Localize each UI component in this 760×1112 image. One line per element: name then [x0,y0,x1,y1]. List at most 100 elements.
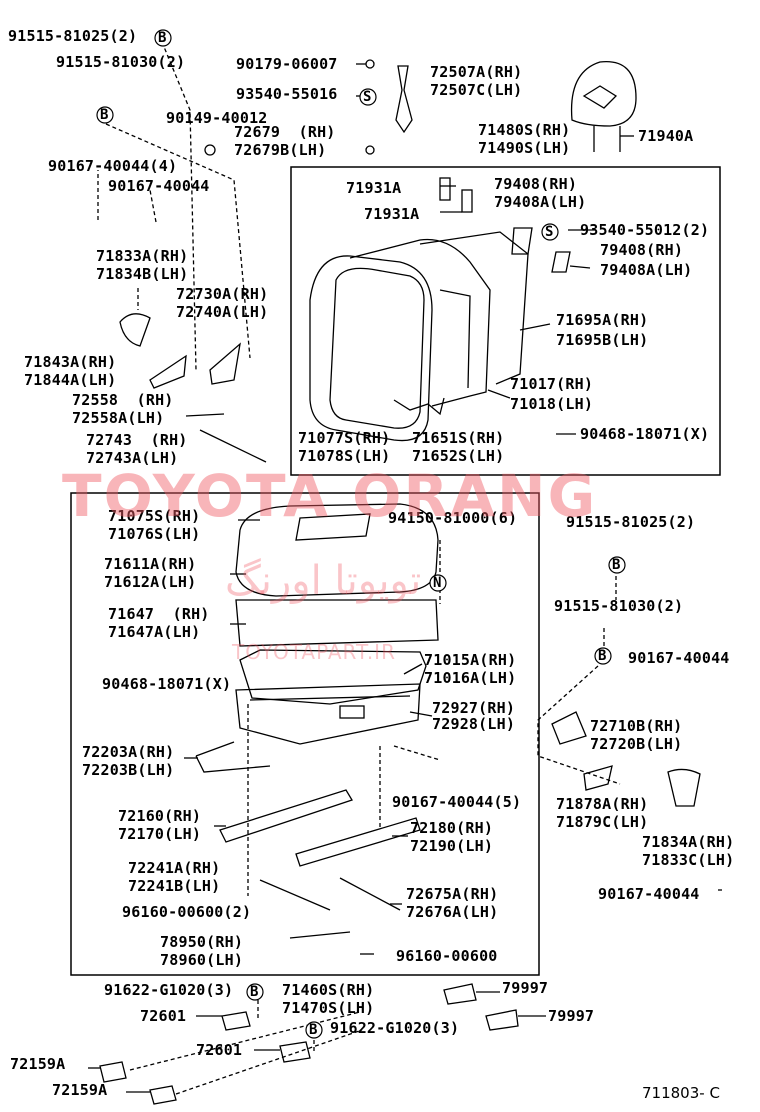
part-label: 91622-G1020(3) [330,1019,460,1037]
part-label: 79408A(LH) [600,261,693,279]
part-label: 71016A(LH) [424,669,517,687]
part-label: 72743A(LH) [86,449,179,467]
part-label: 71647 (RH) [108,605,210,623]
part-label: 71695A(RH) [556,311,649,329]
part-label: 90179-06007 [236,55,338,73]
part-label: 72743 (RH) [86,431,188,449]
part-label: 78960(LH) [160,951,244,969]
part-label: 71878A(RH) [556,795,649,813]
part-label: 90468-18071(X) [102,675,232,693]
part-label: 71695B(LH) [556,331,649,349]
part-label: 71931A [364,205,420,223]
part-label: 96160-00600 [396,947,498,965]
part-label: 91515-81030(2) [554,597,684,615]
part-label: 79997 [548,1007,595,1025]
cushion-illustration [235,503,439,745]
part-label: 72601 [196,1041,243,1059]
part-label: 90167-40044 [598,885,700,903]
part-label: 72558A(LH) [72,409,165,427]
diagram-code: 711803- C [642,1084,720,1102]
marker-b: B [598,648,607,664]
seatback-frame [290,166,721,476]
marker-b: B [309,1022,318,1038]
part-label: 79408(RH) [600,241,684,259]
part-label: 71647A(LH) [108,623,201,641]
part-label: 72160(RH) [118,807,202,825]
part-label: 91622-G1020(3) [104,981,234,999]
part-label: 72159A [10,1055,66,1073]
part-label: 72710B(RH) [590,717,683,735]
part-label: 72241A(RH) [128,859,221,877]
marker-b: B [250,984,259,1000]
part-label: 90167-40044 [108,177,210,195]
leader-lines [97,41,621,1095]
headrest-illustration [570,61,637,152]
cushion-frame [70,492,540,976]
part-label: 72676A(LH) [406,903,499,921]
part-label: 72180(RH) [410,819,494,837]
part-label: 96160-00600(2) [122,903,252,921]
part-label: 71075S(RH) [108,507,201,525]
marker-b: B [612,557,621,573]
part-label: 71931A [346,179,402,197]
part-label: 72170(LH) [118,825,202,843]
part-label: 79408(RH) [494,175,578,193]
part-label: 71015A(RH) [424,651,517,669]
part-label: 90167-40044(5) [392,793,522,811]
part-label: 71018(LH) [510,395,594,413]
part-label: 72730A(RH) [176,285,269,303]
part-label: 71077S(RH) [298,429,391,447]
part-label: 72203B(LH) [82,761,175,779]
part-label: 71460S(RH) [282,981,375,999]
marker-s: S [363,89,372,105]
part-label: 71076S(LH) [108,525,201,543]
marker-n: N [433,575,442,591]
part-label: 71612A(LH) [104,573,197,591]
part-label: 79408A(LH) [494,193,587,211]
marker-s: S [545,224,554,240]
part-label: 71833A(RH) [96,247,189,265]
part-label: 71833C(LH) [642,851,735,869]
part-label: 71078S(LH) [298,447,391,465]
seatback-illustration [309,177,571,442]
marker-b: B [100,107,109,123]
part-label: 72675A(RH) [406,885,499,903]
part-label: 72203A(RH) [82,743,175,761]
part-label: 72927(RH) [432,699,516,717]
part-label: 90167-40044(4) [48,157,178,175]
marker-circles [96,29,626,1039]
part-label: 71844A(LH) [24,371,117,389]
part-label: 94150-81000(6) [388,509,518,527]
part-label: 72507C(LH) [430,81,523,99]
part-label: 79997 [502,979,549,997]
part-label: 78950(RH) [160,933,244,951]
part-label: 71834A(RH) [642,833,735,851]
part-label: 72558 (RH) [72,391,174,409]
part-label: 90468-18071(X) [580,425,710,443]
part-label: 72159A [52,1081,108,1099]
watermark-persian: تویوتا اورنگ [225,558,422,604]
watermark-text: TOYOTA ORANG [62,462,598,530]
part-label: 72928(LH) [432,715,516,733]
part-label: 71611A(RH) [104,555,197,573]
part-label: 71490S(LH) [478,139,571,157]
watermark-url: TOYOTAPART.IR [232,640,396,664]
part-label: 71879C(LH) [556,813,649,831]
part-label: 93540-55016 [236,85,338,103]
part-label: 72507A(RH) [430,63,523,81]
part-label: 71017(RH) [510,375,594,393]
part-label: 72241B(LH) [128,877,221,895]
part-label: 91515-81025(2) [8,27,138,45]
part-label: 72740A(LH) [176,303,269,321]
part-label: 71480S(RH) [478,121,571,139]
part-label: 71834B(LH) [96,265,189,283]
part-label: 72601 [140,1007,187,1025]
part-label: 93540-55012(2) [580,221,710,239]
part-label: 72720B(LH) [590,735,683,753]
part-label: 72190(LH) [410,837,494,855]
solid-leaders [88,63,722,1093]
part-label: 91515-81025(2) [566,513,696,531]
part-label: 71843A(RH) [24,353,117,371]
part-label: 71651S(RH) [412,429,505,447]
